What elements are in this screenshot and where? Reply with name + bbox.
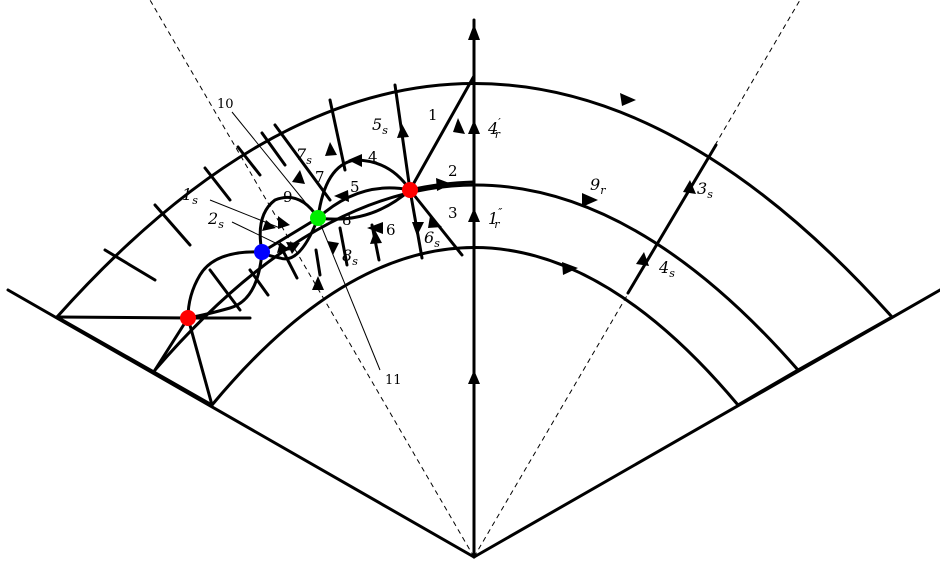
label-7: 7 <box>315 168 325 186</box>
arrow-up-axis-lower <box>468 370 480 384</box>
label-4: 4 <box>368 148 378 166</box>
label-8: 8 <box>342 211 352 229</box>
radial-segment <box>248 268 270 297</box>
label-9r: 9r <box>590 175 606 197</box>
arrow-2s <box>277 242 290 253</box>
arrows <box>262 24 696 384</box>
arrow-9-lower <box>286 242 300 254</box>
red-singular-point-right <box>402 182 418 198</box>
middle-arc <box>153 183 800 372</box>
arrow-5 <box>334 190 349 202</box>
label-3s: 3s <box>697 179 713 201</box>
label-2: 2 <box>448 162 458 180</box>
arrow-outer-arc <box>620 93 636 106</box>
label-1: 1 <box>428 106 438 124</box>
arrow-lower-seg <box>312 276 324 290</box>
radial-segment <box>314 248 322 277</box>
radial-segment <box>208 268 242 312</box>
label-10: 10 <box>217 97 234 112</box>
arrow-7s <box>292 170 305 184</box>
leader-10 <box>231 111 319 219</box>
radial-segment <box>328 98 347 172</box>
arrow-6 <box>370 230 382 244</box>
label-7s: 7s <box>296 145 312 167</box>
arrow-up-axis-4r <box>468 120 480 134</box>
arrow-8s <box>327 241 339 255</box>
red-left-to-outer <box>55 315 190 320</box>
radial-segment-3s-4s <box>626 143 718 295</box>
arcs <box>55 82 894 407</box>
label-11: 11 <box>385 373 402 388</box>
radial-segment <box>260 131 287 167</box>
label-1r-dprime: 1″r <box>488 206 503 231</box>
arrow-3 <box>428 216 442 228</box>
arrow-4s <box>636 252 649 266</box>
arrow-4 <box>348 154 362 167</box>
label-8s: 8s <box>342 246 358 268</box>
outer-arc <box>55 82 894 319</box>
arrow-1s <box>262 220 276 231</box>
orbit-8 <box>316 188 412 221</box>
radial-segments <box>55 74 894 407</box>
arrow-3s <box>683 180 696 194</box>
label-5s: 5s <box>372 115 388 137</box>
label-5: 5 <box>350 178 360 196</box>
label-9: 9 <box>283 188 293 206</box>
blue-to-red-upper <box>186 250 264 320</box>
red-singular-point-left <box>180 310 196 326</box>
radial-segment-7s <box>273 123 332 202</box>
labels: 1 2 3 4 5 6 7 8 9 10 11 1s 2s 3s 4s 5s 6… <box>182 97 713 388</box>
radial-segment <box>153 203 192 247</box>
label-2s: 2s <box>207 209 224 231</box>
sector-boundary <box>6 18 940 559</box>
arrow-5s <box>397 124 409 138</box>
arrow-9 <box>278 216 290 229</box>
singular-points <box>180 182 418 326</box>
blue-singular-point <box>254 244 270 260</box>
green-singular-point <box>310 210 326 226</box>
label-1s: 1s <box>182 185 198 207</box>
radial-segment <box>55 315 214 407</box>
inner-arc <box>210 246 740 407</box>
radial-segment <box>203 166 232 202</box>
orbit-5 <box>316 186 412 220</box>
arrow-7 <box>325 142 337 156</box>
radial-segment <box>236 145 262 177</box>
label-4s: 4s <box>658 258 675 280</box>
arrow-8 <box>367 222 383 234</box>
leader-11 <box>317 217 381 371</box>
radial-segment <box>736 368 800 407</box>
blue-to-red-lower <box>186 250 264 320</box>
radial-segment <box>103 248 157 282</box>
label-6: 6 <box>386 221 396 239</box>
label-6s: 6s <box>424 228 440 250</box>
arrow-2 <box>436 178 452 191</box>
radial-segment <box>796 315 894 372</box>
radial-segment-1 <box>408 74 476 192</box>
arrow-6s <box>412 222 424 236</box>
arrow-up-axis-top <box>468 24 480 40</box>
label-3: 3 <box>448 204 458 222</box>
arrow-1 <box>453 118 465 134</box>
arrow-up-axis-1r <box>468 208 480 222</box>
radial-segment <box>338 226 349 267</box>
arrow-9r <box>582 193 598 207</box>
arrow-inner-arc <box>562 262 578 275</box>
label-4r-prime: 4′r <box>487 116 501 141</box>
blue-to-green <box>260 216 320 254</box>
